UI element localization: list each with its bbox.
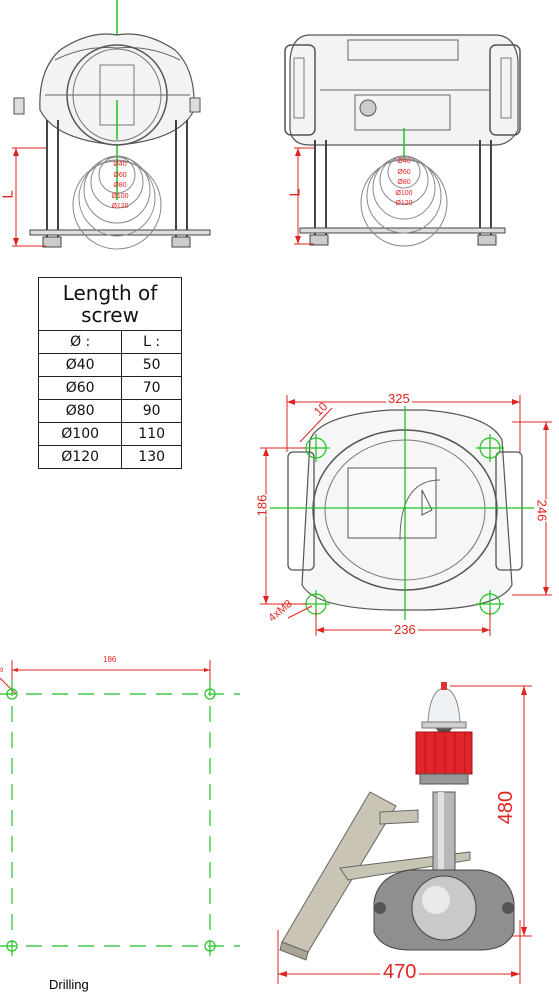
- side-right-length-label: L: [286, 188, 304, 197]
- front-left-length-label: L: [0, 190, 17, 199]
- table-row: Ø100 110: [37, 422, 182, 446]
- diameter-label: Ø120: [395, 200, 413, 207]
- dimension-246: 246: [534, 499, 550, 522]
- front-left-diameter-labels: Ø40 Ø60 Ø80 Ø100 Ø120: [102, 160, 138, 213]
- column-header: L :: [121, 330, 182, 354]
- assembled-side-view: [277, 682, 532, 984]
- dimension-325: 325: [386, 391, 412, 406]
- screw-length-table: Length of screw Ø : L : Ø40 50 Ø60 70 Ø8…: [37, 277, 182, 469]
- side-right-diameter-labels: Ø40 Ø60 Ø80 Ø100 Ø120: [386, 157, 422, 210]
- length-cell: 50: [121, 353, 182, 377]
- diameter-label: Ø60: [397, 168, 411, 176]
- diameter-cell: Ø40: [37, 353, 123, 377]
- diameter-cell: Ø120: [37, 445, 123, 469]
- diameter-cell: Ø100: [37, 422, 123, 446]
- length-cell: 130: [121, 445, 182, 469]
- dimension-480: 480: [495, 790, 519, 825]
- drilling-template: [0, 660, 240, 960]
- drilling-dimension-186: 186: [103, 655, 117, 664]
- table-header-row: Ø : L :: [37, 330, 182, 354]
- diameter-label: Ø120: [111, 203, 129, 210]
- top-view-mounting: [260, 395, 552, 636]
- diameter-label: Ø100: [395, 189, 413, 197]
- diameter-label: Ø60: [113, 171, 127, 179]
- diameter-label: Ø40: [113, 161, 127, 168]
- length-cell: 70: [121, 376, 182, 400]
- dimension-470: 470: [380, 961, 420, 984]
- dimension-236: 236: [392, 622, 418, 637]
- side-view-right: [284, 34, 521, 247]
- diameter-label: Ø80: [397, 179, 411, 186]
- table-row: Ø120 130: [37, 445, 182, 469]
- length-cell: 90: [121, 399, 182, 423]
- drilling-corner-dimension: 9: [0, 668, 4, 674]
- drilling-caption: Drilling: [49, 977, 89, 992]
- length-cell: 110: [121, 422, 182, 446]
- column-header: Ø :: [37, 330, 123, 354]
- diameter-label: Ø100: [111, 192, 129, 200]
- diameter-cell: Ø80: [37, 399, 123, 423]
- table-row: Ø80 90: [37, 399, 182, 423]
- table-title: Length of screw: [38, 277, 182, 331]
- front-view-left: [12, 0, 211, 250]
- table-row: Ø60 70: [37, 376, 182, 400]
- diameter-cell: Ø60: [37, 376, 123, 400]
- table-row: Ø40 50: [37, 353, 182, 377]
- diameter-label: Ø40: [397, 158, 411, 165]
- dimension-186: 186: [254, 494, 270, 517]
- diameter-label: Ø80: [113, 182, 127, 189]
